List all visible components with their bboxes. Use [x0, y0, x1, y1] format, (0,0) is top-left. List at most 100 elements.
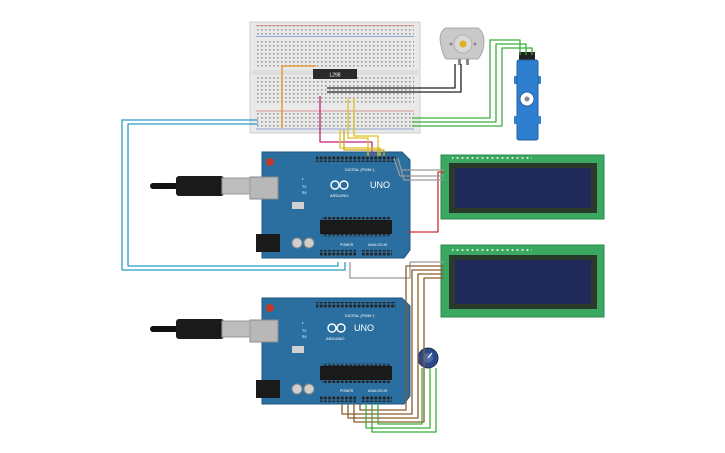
power-header: [320, 396, 356, 402]
digital-header: [316, 302, 396, 308]
arduino-uno-top[interactable]: DIGITAL (PWM~) UNO ARDUINO L TX RX POWER…: [249, 151, 411, 259]
reset-button[interactable]: [266, 158, 274, 166]
lcd-pin-row: [452, 157, 532, 161]
arduino-infinity-logo-icon: [327, 323, 346, 333]
cable-cord: [150, 326, 178, 332]
chip-pins: [322, 380, 390, 383]
crystal: [292, 346, 304, 353]
analog-label: ANALOG IN: [368, 389, 388, 393]
arduino-board: [261, 151, 411, 259]
atmega-chip: [320, 366, 392, 380]
wire-black[interactable]: [327, 64, 456, 89]
wire-green[interactable]: [412, 39, 521, 119]
wire-green[interactable]: [365, 368, 431, 429]
breadboard-top-rail: [256, 26, 414, 36]
servo-connector: [519, 52, 535, 60]
tx-label: TX: [302, 329, 307, 333]
capacitor: [291, 383, 303, 395]
power-jack: [256, 380, 280, 398]
uno-label: UNO: [354, 323, 374, 333]
digital-label: DIGITAL (PWM~): [345, 168, 375, 172]
usb-cable-icon[interactable]: [150, 176, 251, 196]
wire-brown[interactable]: [353, 277, 444, 423]
breadboard[interactable]: L298: [249, 21, 421, 134]
rx-label: RX: [302, 191, 308, 195]
power-jack: [256, 234, 280, 252]
arduino-uno-bottom[interactable]: DIGITAL (PWM~) UNO ARDUINO L TX RX POWER…: [249, 297, 411, 405]
power-label: POWER: [340, 243, 354, 247]
power-label: POWER: [340, 389, 354, 393]
crystal: [292, 202, 304, 209]
wire-green[interactable]: [377, 368, 423, 425]
wire-blue[interactable]: [127, 123, 339, 267]
wire-blue[interactable]: [121, 119, 346, 271]
usb-port: [249, 319, 279, 343]
power-header: [320, 250, 356, 256]
lcd-screen: [455, 260, 591, 304]
reset-button[interactable]: [266, 304, 274, 312]
wire-gray[interactable]: [393, 157, 444, 177]
cable-plug-metal: [221, 320, 251, 338]
arduino-infinity-logo-icon: [330, 180, 349, 190]
motor-terminal: [458, 59, 461, 65]
analog-header: [362, 396, 392, 402]
wire-brown[interactable]: [341, 269, 444, 415]
wire-yellow[interactable]: [353, 98, 379, 156]
atmega-chip: [320, 220, 392, 234]
digital-header: [316, 156, 396, 162]
lcd-display-bottom[interactable]: [440, 244, 605, 318]
breadboard-grid-bottom: [256, 77, 414, 105]
wire-gray[interactable]: [349, 261, 444, 279]
capacitor: [303, 237, 315, 249]
wire-yellow[interactable]: [339, 130, 381, 156]
arduino-brand: ARDUINO: [330, 193, 348, 198]
motor-screw: [473, 42, 477, 46]
cable-cord: [150, 183, 178, 189]
wire-brown[interactable]: [359, 265, 444, 411]
pot-indicator: [427, 352, 433, 359]
lcd-screen: [455, 168, 591, 208]
uno-label: UNO: [370, 180, 390, 190]
wire-red[interactable]: [408, 171, 444, 233]
capacitor: [303, 383, 315, 395]
wire-gray[interactable]: [397, 157, 444, 181]
wire-green[interactable]: [371, 368, 437, 433]
analog-label: ANALOG IN: [368, 243, 388, 247]
l298-chip[interactable]: L298: [313, 69, 357, 79]
wire-magenta[interactable]: [319, 96, 373, 156]
capacitor: [291, 237, 303, 249]
motor-terminal: [466, 59, 469, 65]
wire-green[interactable]: [412, 47, 533, 127]
chip-body: [313, 69, 357, 79]
cable-plug-metal: [221, 177, 251, 195]
digital-label: DIGITAL (PWM~): [345, 314, 375, 318]
dc-motor-icon[interactable]: [439, 27, 485, 65]
chip-pins: [322, 234, 390, 237]
wire-orange[interactable]: [281, 65, 316, 128]
chip-label: L298: [329, 73, 340, 79]
wire-black[interactable]: [327, 64, 462, 93]
l-label: L: [302, 177, 304, 181]
breadboard-bottom-rail: [256, 112, 414, 128]
breadboard-grid-top: [256, 40, 414, 68]
tx-label: TX: [302, 185, 307, 189]
servo-mount-tab: [514, 116, 541, 124]
arduino-brand: ARDUINO: [326, 336, 344, 341]
wire-yellow[interactable]: [347, 98, 369, 156]
cable-plug-body: [176, 319, 224, 339]
motor-screw: [449, 42, 453, 46]
wire-brown[interactable]: [347, 273, 444, 419]
potentiometer-icon[interactable]: [417, 347, 439, 369]
wires: [121, 39, 533, 433]
lcd-pin-row: [452, 247, 532, 251]
servo-spindle: [524, 96, 530, 102]
lcd-display-top[interactable]: [440, 154, 605, 220]
analog-header: [362, 250, 392, 256]
servo-icon[interactable]: [514, 52, 541, 141]
motor-shaft: [459, 40, 467, 48]
rx-label: RX: [302, 335, 308, 339]
wire-yellow[interactable]: [343, 130, 385, 156]
usb-cable-icon[interactable]: [150, 319, 251, 339]
arduino-board: [261, 297, 411, 405]
